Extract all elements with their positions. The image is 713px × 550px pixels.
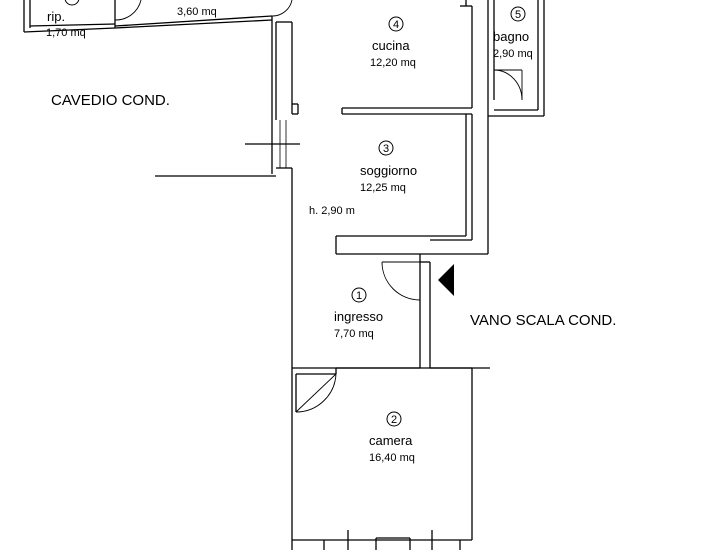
rip-area: 1,70 mq — [46, 27, 86, 39]
top-left-block — [23, 0, 293, 33]
room-name: camera — [369, 433, 413, 448]
central-left-wall — [155, 16, 300, 368]
room-bagno: 5 bagno 2,90 mq — [493, 6, 533, 60]
corridor-area: 3,60 mq — [177, 6, 217, 18]
room-number: 2 — [391, 414, 397, 426]
entrance-arrow-icon — [438, 264, 454, 296]
room-area: 7,70 mq — [334, 328, 374, 340]
room-number: 3 — [383, 143, 389, 155]
room-cucina: 4 cucina 12,20 mq — [370, 16, 416, 69]
room-camera: 2 camera 16,40 mq — [369, 411, 415, 464]
room-ingresso: 1 ingresso 7,70 mq — [334, 287, 383, 340]
room-area: 2,90 mq — [493, 48, 533, 60]
room-name: cucina — [372, 38, 410, 53]
room-soggiorno: 3 soggiorno 12,25 mq — [360, 140, 417, 194]
partial-room-rip: rip. 1,70 mq — [46, 0, 86, 39]
room-number: 4 — [393, 19, 399, 31]
rip-label: rip. — [47, 9, 65, 24]
bedroom-walls — [291, 367, 473, 550]
height-note: h. 2,90 m — [309, 205, 355, 217]
room-area: 16,40 mq — [369, 452, 415, 464]
cavedio-label: CAVEDIO COND. — [51, 92, 170, 109]
room-name: bagno — [493, 29, 529, 44]
room-area: 12,25 mq — [360, 182, 406, 194]
room-number: 5 — [515, 9, 521, 21]
bathroom-walls — [487, 0, 545, 117]
room-area: 12,20 mq — [370, 57, 416, 69]
room-number: 1 — [356, 290, 362, 302]
kitchen-walls — [341, 0, 473, 115]
vano-scala-label: VANO SCALA COND. — [470, 312, 616, 329]
entrance-walls — [381, 254, 490, 369]
room-name: ingresso — [334, 309, 383, 324]
room-name: soggiorno — [360, 163, 417, 178]
living-walls — [335, 114, 489, 255]
